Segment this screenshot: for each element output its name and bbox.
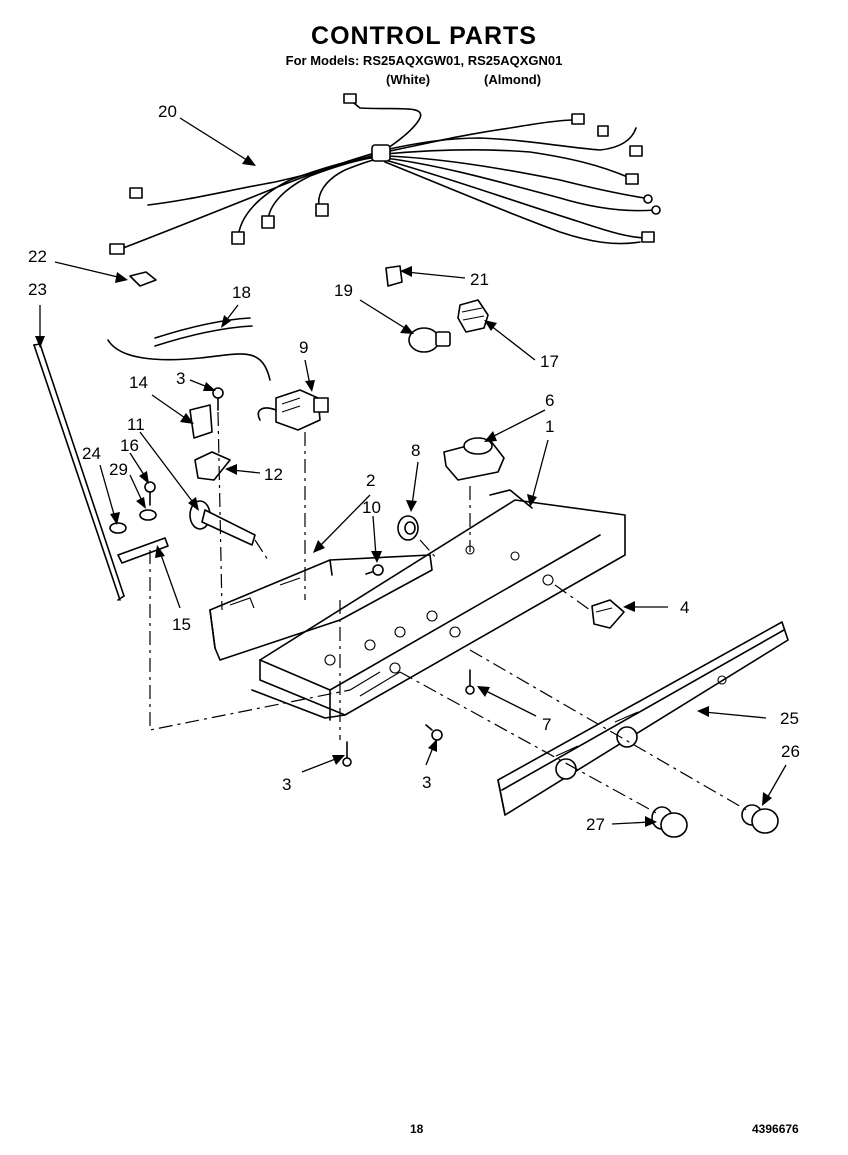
callout-3-bottom-left: 3 — [282, 775, 291, 794]
variant-white-label: (White) — [386, 72, 431, 87]
callout-23: 23 — [28, 280, 47, 299]
screw-10 — [365, 564, 384, 576]
callout-9: 9 — [299, 338, 308, 357]
callout-10: 10 — [362, 498, 381, 517]
mounting-plate — [209, 554, 433, 661]
callout-14: 14 — [129, 373, 148, 392]
screw-7 — [465, 669, 475, 695]
link-arm — [117, 537, 169, 564]
callout-20: 20 — [158, 102, 177, 121]
callout-17: 17 — [540, 352, 559, 371]
washer-29 — [139, 509, 157, 521]
callout-21: 21 — [470, 270, 489, 289]
callout-1: 1 — [545, 417, 554, 436]
knob-27 — [651, 806, 688, 838]
callout-4: 4 — [680, 598, 689, 617]
bracket — [189, 404, 213, 439]
callout-7: 7 — [542, 715, 551, 734]
light-bulb — [408, 327, 451, 353]
thermostat — [257, 389, 329, 431]
models-line: For Models: RS25AQXGW01, RS25AQXGN01 — [285, 53, 563, 68]
page-number: 18 — [410, 1122, 424, 1136]
variant-almond-label: (Almond) — [484, 72, 542, 87]
insulation-tube — [107, 317, 271, 381]
push-button — [397, 515, 419, 541]
callout-6: 6 — [545, 391, 554, 410]
washer — [109, 522, 127, 534]
callout-3-bottom-right: 3 — [422, 773, 431, 792]
light-switch — [591, 599, 625, 629]
page-title: CONTROL PARTS — [311, 22, 537, 50]
callout-3-top: 3 — [176, 369, 185, 388]
callout-25: 25 — [780, 709, 799, 728]
callout-24: 24 — [82, 444, 101, 463]
control-panel — [497, 621, 789, 816]
document-number: 4396676 — [752, 1122, 799, 1136]
callout-15: 15 — [172, 615, 191, 634]
callout-16: 16 — [120, 436, 139, 455]
callout-2: 2 — [366, 471, 375, 490]
screw-bottom-right — [425, 724, 443, 741]
screw-bottom-left — [342, 741, 352, 767]
control-rod — [33, 343, 125, 601]
wire-clip — [129, 271, 157, 287]
callout-18: 18 — [232, 283, 251, 302]
assembly-lines — [149, 411, 751, 816]
callout-12: 12 — [264, 465, 283, 484]
screw-16 — [144, 481, 156, 506]
callout-19: 19 — [334, 281, 353, 300]
leader-lines — [35, 117, 787, 827]
callout-29: 29 — [109, 460, 128, 479]
control-housing — [251, 489, 626, 721]
callout-22: 22 — [28, 247, 47, 266]
callout-27: 27 — [586, 815, 605, 834]
callout-26: 26 — [781, 742, 800, 761]
callout-11: 11 — [127, 415, 145, 434]
knob-26 — [741, 804, 779, 834]
light-socket — [457, 299, 489, 333]
retainer-clip — [194, 451, 231, 481]
defrost-timer — [443, 437, 505, 481]
callout-8: 8 — [411, 441, 420, 460]
screw — [212, 387, 224, 411]
control-shaft — [189, 500, 256, 546]
light-clip — [385, 265, 403, 287]
wire-harness — [109, 93, 661, 255]
